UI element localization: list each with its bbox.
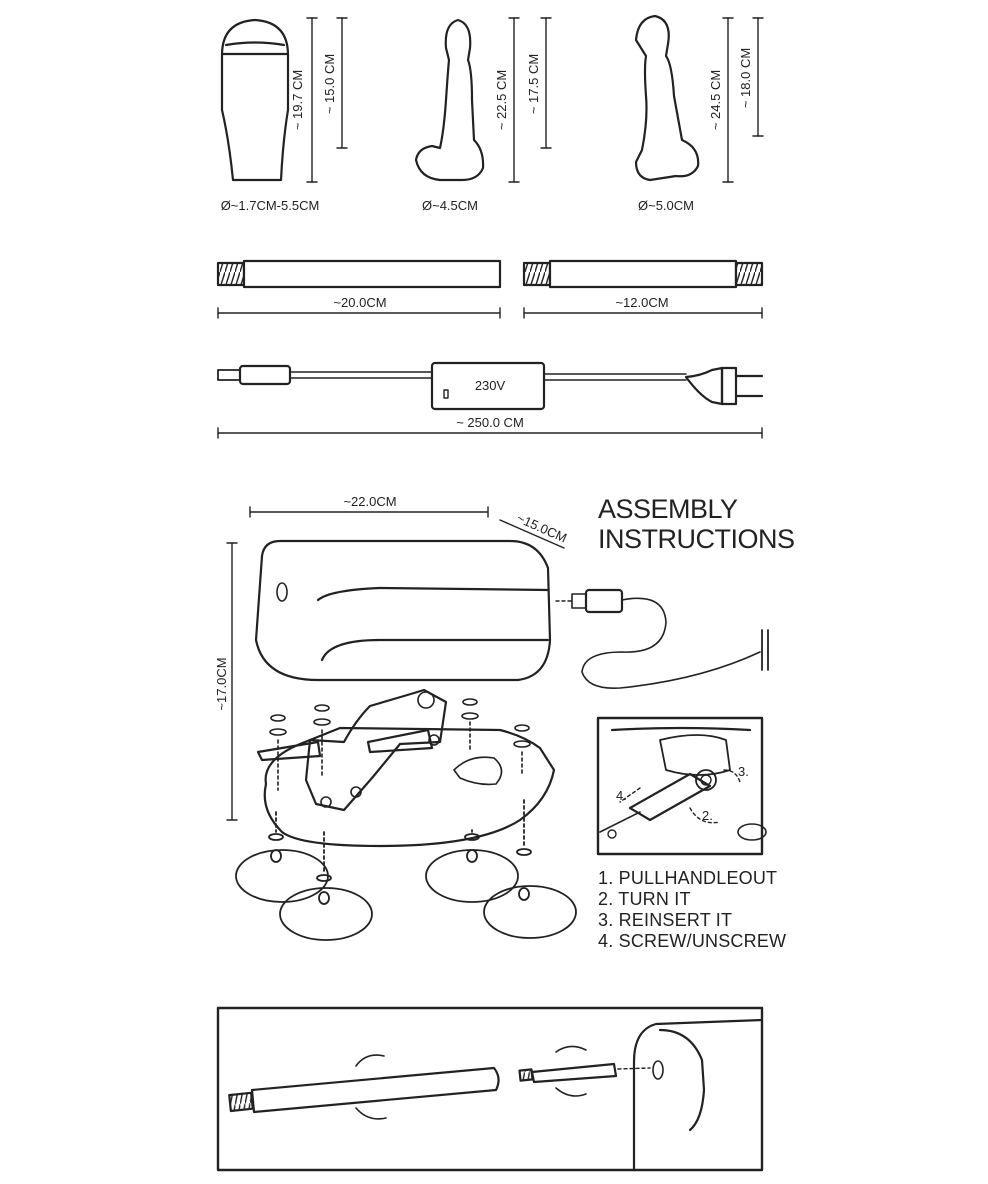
assembly-title-line2: INSTRUCTIONS	[598, 524, 795, 554]
dildo-small-length-label: ~ 22.5 CM	[494, 70, 509, 130]
handle-detail-inset	[596, 716, 767, 856]
sleeve-diameter-label: Ø~1.7CM-5.5CM	[221, 198, 320, 213]
machine-depth-label: ~15.0CM	[515, 510, 570, 545]
inset-step-4-label: 4.	[616, 788, 627, 803]
rod-dimension-lines	[217, 307, 763, 319]
machine-dimension-lines	[226, 506, 565, 821]
inset-step-2-label: 2.	[702, 808, 713, 823]
dildo-large-drawing	[634, 14, 700, 182]
machine-base-plate	[263, 726, 556, 848]
sleeve-drawing	[220, 18, 290, 182]
machine-height-label: ~17.0CM	[214, 657, 229, 710]
assembly-step-2: 2. TURN IT	[598, 889, 691, 909]
dildo-large-insertable-label: ~ 18.0 CM	[738, 48, 753, 108]
dildo-small-drawing	[414, 18, 485, 182]
dildo-small-diameter-label: Ø~4.5CM	[422, 198, 478, 213]
machine-motor-housing	[254, 539, 552, 682]
mounting-screws	[269, 698, 531, 791]
cable-dimension-line	[217, 427, 763, 439]
assembly-step-4: 4. SCREW/UNSCREW	[598, 931, 786, 951]
machine-width-label: ~22.0CM	[343, 494, 396, 509]
assembly-title-line1: ASSEMBLY	[598, 494, 738, 524]
rod-short-drawing	[522, 259, 764, 289]
sleeve-length-label: ~ 19.7 CM	[290, 70, 305, 130]
sleeve-insertable-label: ~ 15.0 CM	[322, 54, 337, 114]
rod-attachment-panel	[216, 1006, 764, 1172]
machine-arm-mechanism	[256, 688, 448, 812]
rod-long-drawing	[216, 259, 502, 289]
dildo-large-diameter-label: Ø~5.0CM	[638, 198, 694, 213]
assembly-step-3: 3. REINSERT IT	[598, 910, 732, 930]
adapter-voltage-label: 230V	[475, 378, 506, 393]
power-cord-drawing	[555, 588, 769, 689]
dildo-small-insertable-label: ~ 17.5 CM	[526, 54, 541, 114]
dildo-large-length-label: ~ 24.5 CM	[708, 70, 723, 130]
inset-step-3-label: 3.	[738, 764, 749, 779]
dimension-lines-top	[306, 17, 764, 183]
power-adapter-drawing	[217, 361, 764, 411]
rod-long-length-label: ~20.0CM	[333, 295, 386, 310]
rod-short-length-label: ~12.0CM	[615, 295, 668, 310]
cable-length-label: ~ 250.0 CM	[456, 415, 524, 430]
assembly-step-1: 1. PULLHANDLEOUT	[598, 868, 777, 888]
suction-cups	[235, 799, 577, 941]
